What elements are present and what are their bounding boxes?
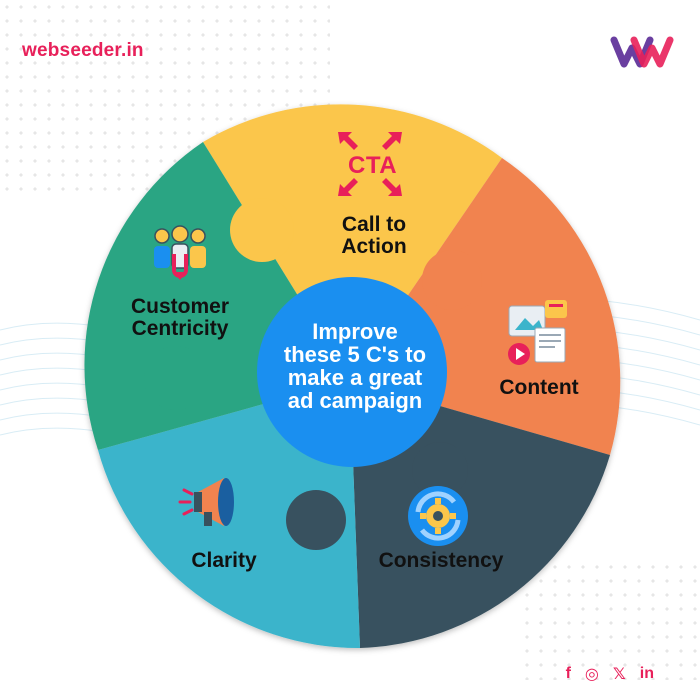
label-customer-centricity: Customer Centricity	[118, 296, 242, 340]
label-clarity: Clarity	[182, 550, 266, 572]
facebook-icon[interactable]: f	[565, 665, 571, 682]
label-line: Action	[341, 235, 407, 258]
center-line: Improve	[312, 319, 398, 344]
brand-logo-icon	[610, 36, 674, 68]
customer-group-icon	[154, 225, 206, 280]
label-call-to-action: Call to Action	[336, 214, 412, 258]
label-consistency: Consistency	[368, 550, 514, 572]
label-line: Consistency	[378, 549, 504, 572]
center-line: ad campaign	[287, 388, 423, 413]
center-circle	[257, 277, 447, 467]
content-media-icon	[508, 300, 567, 365]
label-line: Call to	[341, 213, 407, 236]
knob-orange	[422, 250, 482, 310]
label-line: Centricity	[131, 317, 229, 340]
background-dot-pattern-bottom	[520, 560, 700, 680]
brand-name[interactable]: webseeder.in	[22, 40, 144, 61]
cta-badge: CTA	[348, 152, 398, 179]
center-message: Improve these 5 C's to make a great ad c…	[265, 320, 445, 412]
knob-teal	[144, 346, 208, 410]
piece-consistency	[350, 380, 610, 648]
center-line: make a great	[287, 365, 423, 390]
label-line: Content	[499, 376, 579, 399]
label-content: Content	[490, 377, 588, 399]
knob-yellow	[230, 198, 294, 262]
instagram-icon[interactable]: ◎	[584, 666, 599, 683]
cta-arrows-icon	[338, 132, 402, 196]
knob-dark	[286, 490, 346, 550]
consistency-gear-icon	[408, 486, 468, 546]
x-twitter-icon[interactable]: 𝕏	[612, 666, 626, 683]
label-line: Clarity	[191, 549, 257, 572]
label-line: Customer	[130, 295, 230, 318]
piece-call-to-action	[203, 104, 502, 381]
center-line: these 5 C's to	[283, 342, 427, 367]
knob-blue	[412, 442, 468, 498]
linkedin-icon[interactable]: in	[639, 665, 654, 682]
social-links: f ◎ 𝕏 in	[566, 664, 654, 684]
clarity-megaphone-icon	[178, 478, 234, 526]
